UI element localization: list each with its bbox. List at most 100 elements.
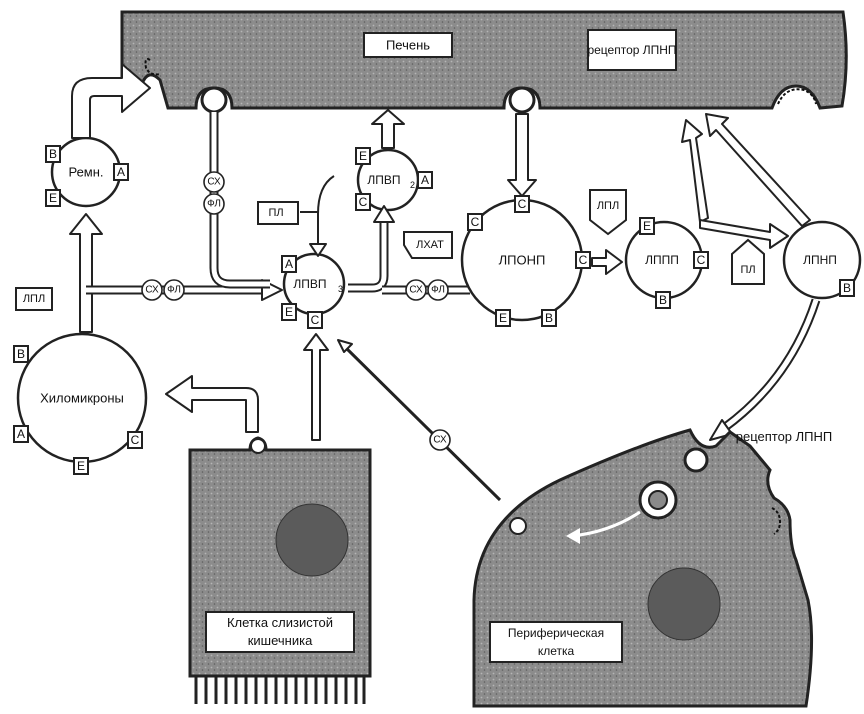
receptor-notch-right	[777, 88, 817, 105]
svg-text:E: E	[643, 219, 651, 233]
svg-text:E: E	[499, 311, 507, 325]
apo-b-tag: B	[45, 145, 61, 163]
apo-c-tag: C	[307, 311, 323, 329]
hdl2-to-hdl3-line	[317, 175, 335, 215]
peripheral-cell: Периферическая клетка	[472, 428, 814, 708]
receptor-notch-peripheral	[771, 507, 782, 535]
receptor-top-label: рецептор ЛПНП	[587, 43, 676, 57]
receptor-notch-left	[144, 58, 161, 76]
ch-bubble: СХ	[141, 279, 163, 301]
svg-text:ФЛ: ФЛ	[207, 199, 221, 210]
svg-text:ПЛ: ПЛ	[268, 207, 283, 219]
ch-bubble: СХ	[429, 429, 451, 451]
idl-particle: ЛППП E C B	[624, 217, 709, 309]
svg-text:ЛХАТ: ЛХАТ	[416, 239, 444, 251]
apo-e-tag: E	[45, 189, 61, 207]
apo-e-tag: E	[73, 457, 89, 475]
chylomicron-particle: Хиломикроны B A E C	[13, 332, 148, 475]
svg-text:C: C	[131, 433, 140, 447]
hdl3-particle: ЛПВП 3 A E C	[281, 252, 346, 329]
apo-a-tag: A	[13, 425, 29, 443]
microvilli	[194, 676, 366, 704]
internal-transport-head	[566, 528, 580, 544]
svg-text:B: B	[843, 281, 851, 295]
pl-bubble: ФЛ	[163, 279, 185, 301]
svg-text:ПЛ: ПЛ	[740, 264, 755, 276]
idl-label: ЛППП	[645, 253, 679, 267]
svg-text:ФЛ: ФЛ	[431, 285, 445, 296]
arrow-liver-to-vldl	[507, 113, 537, 197]
arrow-remnant-to-liver	[71, 63, 151, 139]
svg-text:B: B	[659, 293, 667, 307]
svg-text:СХ: СХ	[145, 285, 159, 296]
apo-b-tag: B	[13, 345, 29, 363]
vldl-particle: ЛПОНП C C C E B	[460, 195, 591, 327]
pipe-hdl3-to-hdl2	[348, 216, 389, 293]
apo-b-tag: B	[839, 279, 855, 297]
intestine-label: Клетка слизистой кишечника	[226, 615, 334, 648]
arrow-vldl-to-idl	[591, 249, 623, 275]
ldl-particle: ЛПНП B	[782, 220, 862, 300]
arrow-idl-to-ldl	[699, 219, 789, 249]
intestine-nucleus	[275, 503, 349, 577]
svg-text:ФЛ: ФЛ	[167, 285, 181, 296]
svg-text:E: E	[359, 149, 367, 163]
lysosome	[509, 517, 527, 535]
pl-arrowhead	[309, 243, 327, 257]
svg-text:C: C	[518, 197, 527, 211]
endosome-inner	[648, 490, 668, 510]
svg-text:E: E	[49, 191, 57, 205]
svg-text:СХ: СХ	[433, 435, 447, 446]
hdl2-sub: 2	[410, 180, 415, 190]
ch-bubble: СХ	[203, 171, 225, 193]
lpl-right-tag: ЛПЛ	[589, 189, 627, 236]
apo-b-tag: B	[655, 291, 671, 309]
svg-text:СХ: СХ	[409, 285, 423, 296]
apo-e-tag: E	[355, 147, 371, 165]
liver: Печень рецептор ЛПНП	[120, 10, 848, 114]
vldl-label: ЛПОНП	[499, 253, 546, 268]
apo-b-tag: B	[541, 309, 557, 327]
svg-text:E: E	[285, 305, 293, 319]
arrow-hdl2-to-liver	[371, 109, 405, 149]
pl-left-tag: ПЛ	[257, 201, 299, 225]
hdl3-sub: 3	[338, 284, 343, 294]
svg-text:A: A	[117, 165, 125, 179]
arrow-idl-to-liver	[681, 119, 709, 223]
arrow-intestine-to-hdl3	[303, 333, 329, 441]
apo-a-tag: A	[281, 255, 297, 273]
liver-label: Печень	[386, 38, 430, 53]
hdl2-particle: ЛПВП 2 E A C	[355, 147, 433, 212]
arrow-peripheral-to-hdl3	[340, 342, 502, 502]
intestine-vesicle	[250, 438, 266, 454]
pl-right-tag: ПЛ	[731, 238, 765, 285]
apo-e-tag: E	[281, 303, 297, 321]
lcat-tag: ЛХАТ	[403, 231, 453, 259]
svg-text:A: A	[285, 257, 293, 271]
svg-text:ЛПЛ: ЛПЛ	[597, 200, 619, 212]
hdl2-label: ЛПВП	[367, 173, 400, 187]
arrow-ldl-to-liver	[705, 113, 811, 227]
liver-port-left	[200, 86, 228, 114]
svg-text:СХ: СХ	[207, 177, 221, 188]
peripheral-nucleus	[647, 567, 721, 641]
peripheral-label-box	[489, 621, 623, 663]
svg-text:E: E	[77, 459, 85, 473]
liver-port-right	[508, 86, 536, 114]
apo-c-tag: C	[575, 251, 591, 269]
svg-text:A: A	[17, 427, 25, 441]
hdl3-label: ЛПВП	[293, 277, 326, 291]
remnant-particle: Ремн. B A E	[45, 136, 129, 208]
svg-text:C: C	[697, 253, 706, 267]
svg-text:C: C	[579, 253, 588, 267]
arrow-intestine-to-chylo	[165, 375, 259, 433]
intestine-cell: Клетка слизистой кишечника	[188, 436, 372, 704]
lpl-left-tag: ЛПЛ	[15, 287, 53, 311]
svg-text:C: C	[359, 195, 368, 209]
apo-e-tag: E	[639, 217, 655, 235]
svg-text:B: B	[545, 311, 553, 325]
svg-text:B: B	[49, 147, 57, 161]
apo-a-tag: A	[417, 171, 433, 189]
apo-e-tag: E	[495, 309, 511, 327]
